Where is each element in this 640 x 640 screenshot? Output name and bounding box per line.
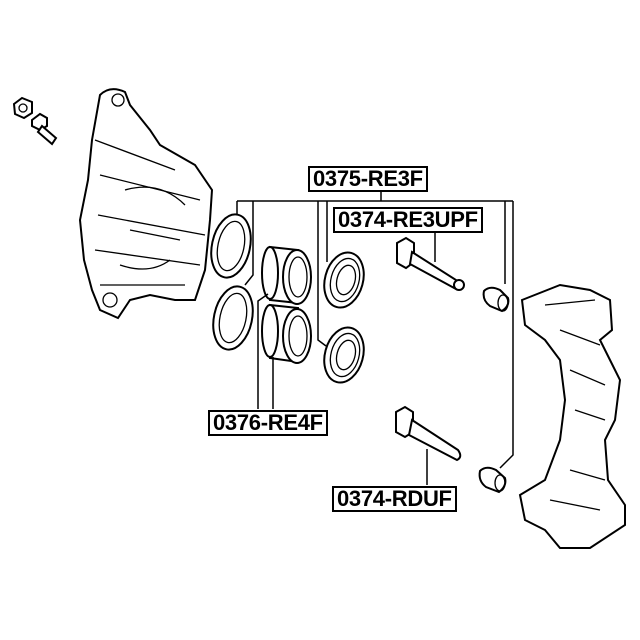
piston-lower (261, 303, 312, 364)
leader-lines (236, 190, 514, 485)
seal-ring-lower (212, 285, 254, 351)
pin-boot-lower (478, 466, 507, 494)
piston-upper (261, 245, 312, 305)
dust-boot-lower (323, 326, 365, 384)
dust-boot-upper (323, 251, 365, 309)
part-label-0376-re4f: 0376-RE4F (208, 410, 328, 436)
caliper-bracket (518, 283, 626, 549)
bleeder-screw (12, 96, 58, 146)
part-label-0375-re3f: 0375-RE3F (308, 166, 428, 192)
guide-pin-lower (395, 405, 462, 462)
pin-boot-upper (482, 286, 510, 313)
part-label-0374-rduf: 0374-RDUF (332, 486, 457, 512)
caliper-body (78, 88, 214, 320)
guide-pin-upper (396, 236, 465, 291)
part-label-0374-re3upf: 0374-RE3UPF (333, 207, 483, 233)
seal-ring-upper (210, 213, 252, 279)
